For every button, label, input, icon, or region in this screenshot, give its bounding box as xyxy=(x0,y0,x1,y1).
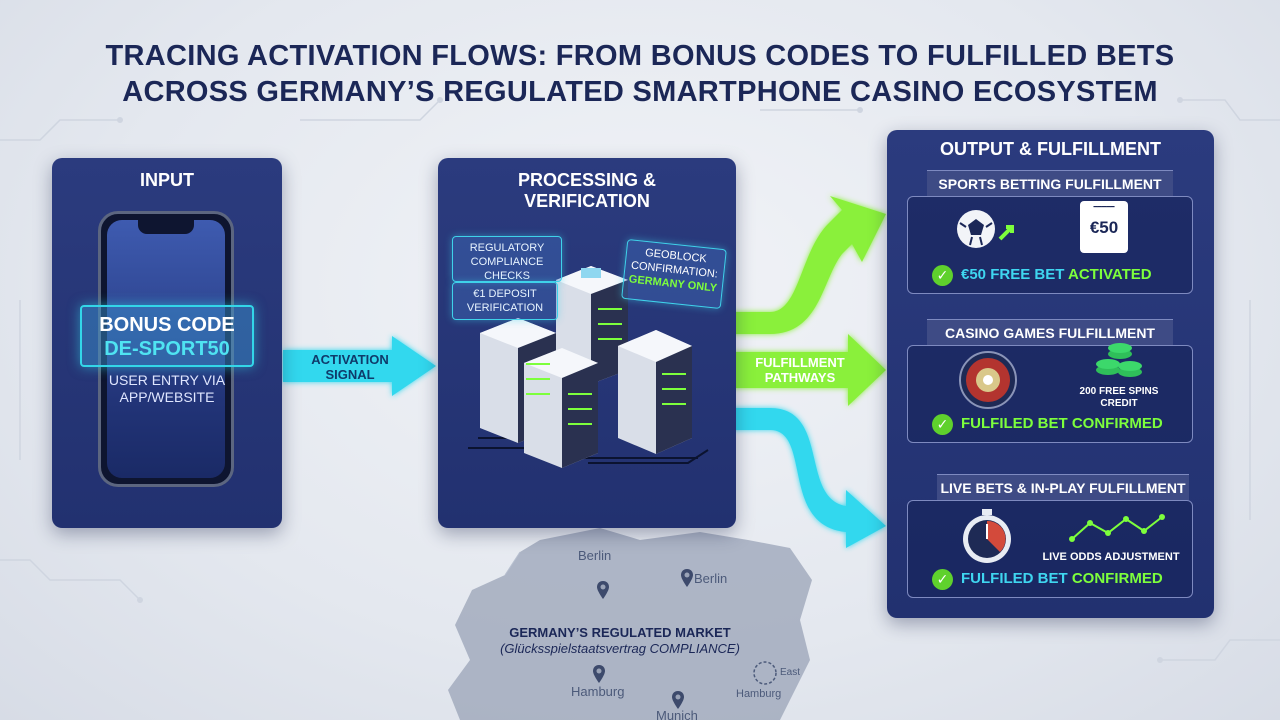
bonus-code-value: DE-SPORT50 xyxy=(104,338,230,360)
soccer-ball-icon xyxy=(957,210,1014,248)
input-panel-title: INPUT xyxy=(140,170,194,190)
sports-betting-body: ━━━━━ €50 ✓€50 FREE BET ACTIVATED xyxy=(907,196,1193,294)
bonus-code-label: BONUS CODE xyxy=(99,314,235,336)
map-city-berlin: Berlin xyxy=(694,571,728,586)
server-leds xyxy=(526,308,686,425)
free-spins-label: 200 FREE SPINS CREDIT xyxy=(1079,386,1159,409)
map-pin-icon xyxy=(597,581,609,599)
live-bets-body: LIVE ODDS ADJUSTMENT ✓FULFILED BET CONFI… xyxy=(907,500,1193,598)
output-panel-title: OUTPUT & FULFILLMENT xyxy=(940,139,1161,159)
map-city-east: East xyxy=(780,667,801,678)
odds-trend-icon xyxy=(1069,514,1165,542)
input-panel: INPUT BONUS CODE DE-SPORT50 USER ENTRY V… xyxy=(52,158,282,528)
germany-map xyxy=(448,528,812,720)
diagram-title: TRACING ACTIVATION FLOWS: FROM BONUS COD… xyxy=(0,38,1280,110)
map-city-berlin: Berlin xyxy=(578,548,612,563)
server-cluster-icon xyxy=(468,266,709,468)
live-bets-tab: LIVE BETS & IN-PLAY FULFILLMENT xyxy=(937,474,1189,500)
phone-notch xyxy=(138,220,194,234)
casino-chips-icon xyxy=(1096,343,1142,377)
map-title: GERMANY’S REGULATED MARKET xyxy=(509,625,731,640)
phone-screen xyxy=(107,220,225,478)
map-pin-icon xyxy=(681,569,693,587)
map-pin-icon xyxy=(672,691,684,709)
compass-icon xyxy=(753,661,777,685)
roulette-wheel-icon xyxy=(959,351,1017,409)
map-subtitle: (Glücksspielstaatsvertrag COMPLIANCE) xyxy=(500,641,740,656)
sports-betting-tab: SPORTS BETTING FULFILLMENT xyxy=(927,170,1173,196)
casino-games-body: 200 FREE SPINS CREDIT ✓FULFILED BET CONF… xyxy=(907,343,1193,443)
activation-signal-label: ACTIVATION SIGNAL xyxy=(311,352,389,382)
bonus-code-box[interactable]: BONUS CODE DE-SPORT50 xyxy=(80,305,254,367)
map-pin-icon xyxy=(593,665,605,683)
activation-arrow xyxy=(283,336,436,396)
geoblock-confirmation-box: GEOBLOCK CONFIRMATION: GERMANY ONLY xyxy=(621,238,727,310)
live-bets-section: LIVE BETS & IN-PLAY FULFILLMENT LIVE ODD… xyxy=(907,474,1193,598)
casino-games-section: CASINO GAMES FULFILLMENT 200 FREE SPINS … xyxy=(907,319,1193,443)
sports-confirm-status: ✓€50 FREE BET ACTIVATED xyxy=(932,263,1152,287)
map-city-munich: Munich xyxy=(656,708,698,720)
check-icon: ✓ xyxy=(932,568,953,590)
check-icon: ✓ xyxy=(932,413,953,435)
casino-confirm-status: ✓FULFILED BET CONFIRMED xyxy=(932,412,1163,436)
fulfillment-arrow-lower xyxy=(690,408,886,548)
title-line-1: TRACING ACTIVATION FLOWS: FROM BONUS COD… xyxy=(105,40,1175,72)
stopwatch-icon xyxy=(963,509,1011,563)
smartphone xyxy=(98,211,234,487)
user-entry-text: USER ENTRY VIA APP/WEBSITE xyxy=(108,372,226,405)
deposit-verification-box: €1 DEPOSIT VERIFICATION xyxy=(452,282,558,320)
map-city-hamburg: Hamburg xyxy=(736,688,782,700)
map-city-hamburg: Hamburg xyxy=(571,684,625,699)
check-icon: ✓ xyxy=(932,264,953,286)
processing-panel: PROCESSING & VERIFICATION xyxy=(438,158,736,528)
live-odds-label: LIVE ODDS ADJUSTMENT xyxy=(1042,551,1180,563)
voucher-icon: ━━━━━ €50 xyxy=(1080,201,1128,253)
casino-games-tab: CASINO GAMES FULFILLMENT xyxy=(927,319,1173,345)
server-tower-4 xyxy=(618,330,692,454)
title-line-2: ACROSS GERMANY’S REGULATED SMARTPHONE CA… xyxy=(122,76,1158,108)
output-panel: OUTPUT & FULFILLMENT SPORTS BETTING FULF… xyxy=(887,130,1214,618)
live-confirm-status: ✓FULFILED BET CONFIRMED xyxy=(932,567,1163,591)
sports-betting-section: SPORTS BETTING FULFILLMENT ━━━━━ €50 ✓€5… xyxy=(907,170,1193,294)
processing-panel-title: PROCESSING & VERIFICATION xyxy=(517,170,657,211)
regulatory-compliance-box: REGULATORY COMPLIANCE CHECKS xyxy=(452,236,562,282)
fulfillment-pathways-label: FULFILLMENT PATHWAYS xyxy=(755,355,845,385)
